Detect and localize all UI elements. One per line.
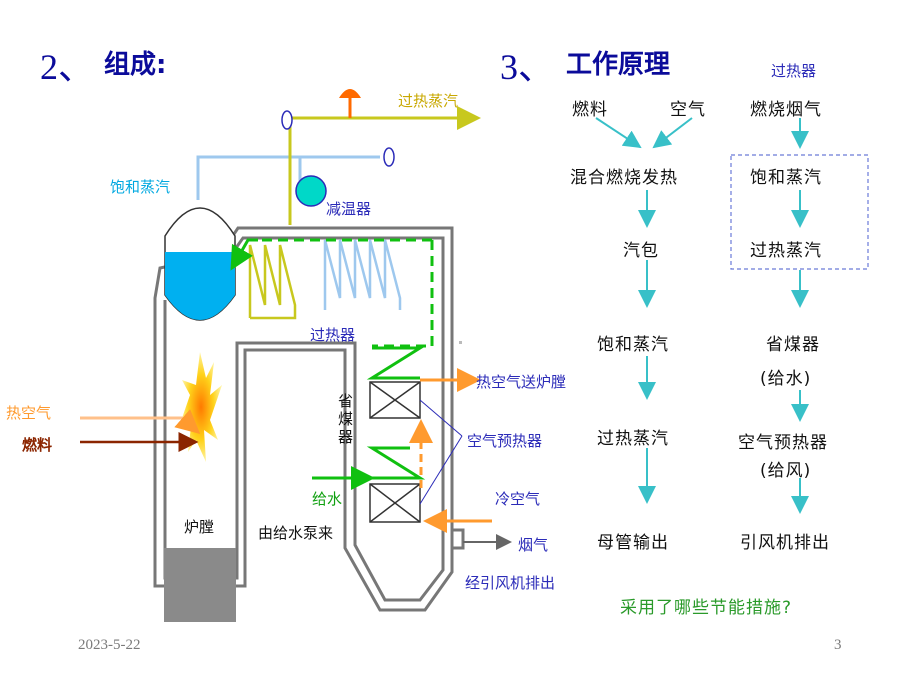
flow-r-superheated: 过热蒸汽	[750, 241, 822, 261]
safety-valve	[339, 89, 361, 98]
flow-fan-exhaust: 引风机排出	[740, 533, 830, 553]
label-cold-air: 冷空气	[495, 490, 541, 508]
label-saturated-steam: 饱和蒸汽	[110, 178, 171, 196]
label-furnace: 炉膛	[184, 518, 215, 536]
ash-hopper	[164, 548, 236, 622]
footer-page-number: 3	[834, 637, 842, 653]
flow-r-saturated: 饱和蒸汽	[750, 168, 822, 188]
flow-arrows	[595, 117, 809, 514]
valve-saturated	[383, 147, 395, 167]
label-superheated-steam: 过热蒸汽	[398, 92, 459, 110]
flow-combustion: 混合燃烧发热	[570, 168, 678, 188]
question-text: 采用了哪些节能措施?	[620, 598, 793, 618]
label-hot-air: 热空气	[6, 404, 52, 422]
superheated-steam-pipe	[288, 106, 481, 225]
label-economizer: 省煤器	[338, 392, 354, 446]
flow-saturated: 饱和蒸汽	[597, 335, 669, 355]
footer-date: 2023-5-22	[78, 637, 141, 653]
flow-fuel: 燃料	[572, 100, 608, 120]
flow-air-preheater: 空气预热器	[738, 433, 828, 453]
desuperheater	[295, 175, 327, 207]
saturated-steam-pipe	[196, 155, 380, 200]
air-preheater-upper	[369, 381, 421, 419]
label-from-pump: 由给水泵来	[258, 524, 334, 542]
flame	[180, 352, 222, 462]
economizer-upper	[366, 346, 426, 380]
flow-drum: 汽包	[623, 241, 659, 261]
label-fuel: 燃料	[22, 436, 53, 454]
flow-feedwater-note: (给水)	[760, 369, 812, 389]
right-heading-text: 工作原理	[566, 50, 671, 80]
left-heading-number: 2、	[40, 47, 95, 87]
left-heading-text: 组成:	[104, 50, 167, 80]
flow-flue-gas: 燃烧烟气	[750, 100, 822, 120]
label-desuperheater: 减温器	[326, 200, 372, 218]
label-feedwater: 给水	[312, 490, 343, 508]
economizer-lower	[366, 446, 426, 480]
superheater-coil-front	[248, 244, 297, 320]
superheater-box	[730, 154, 869, 270]
air-preheater-lower	[369, 483, 421, 523]
valve-superheated	[281, 110, 293, 130]
right-heading-number: 3、	[500, 47, 555, 87]
flow-header-output: 母管输出	[597, 533, 669, 553]
flow-air: 空气	[670, 100, 706, 120]
steam-drum	[164, 207, 236, 321]
label-air-preheater: 空气预热器	[467, 432, 543, 450]
label-hot-air-to-furnace: 热空气送炉膛	[476, 373, 567, 391]
flow-superheated: 过热蒸汽	[597, 429, 669, 449]
flow-box-title: 过热器	[771, 62, 817, 80]
superheater-coil-rear	[323, 239, 402, 310]
label-flue-gas: 烟气	[518, 536, 549, 554]
flow-air-note: (给风)	[760, 461, 812, 481]
label-superheater: 过热器	[310, 326, 356, 344]
flow-economizer: 省煤器	[766, 335, 820, 355]
label-via-fan: 经引风机排出	[465, 574, 556, 592]
